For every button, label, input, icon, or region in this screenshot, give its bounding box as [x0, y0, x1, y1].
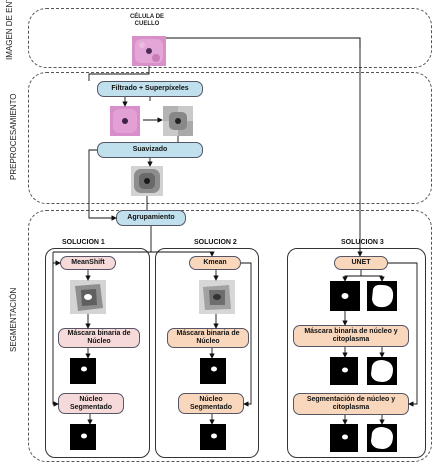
- input-section: [28, 8, 432, 68]
- preprocessing-section: [28, 72, 432, 204]
- input-caption: CÉLULA DE CUELLO: [129, 14, 165, 27]
- input-cell-image: [132, 36, 166, 66]
- solution-3-title: SOLUCION 3: [341, 239, 384, 246]
- solution-1-title: SOLUCION 1: [62, 239, 105, 246]
- solution-1-mask-box: Máscara binaria de Núcleo: [58, 328, 140, 348]
- kmean-box: Kmean: [189, 256, 241, 270]
- filter-superpixel-box: Filtrado + Superpíxeles: [97, 81, 203, 97]
- unet-cytoplasm-mask-image: [367, 281, 397, 311]
- solution-3-mask-box: Máscara binaria de núcleo y citoplasma: [293, 325, 409, 347]
- solution-3-mask-nucleus-image: [330, 357, 358, 385]
- solution-1-result-image: [70, 424, 96, 450]
- solution-2-title: SOLUCION 2: [194, 239, 237, 246]
- solution-2-mask-image: [200, 358, 226, 384]
- superpixel-image: [163, 106, 193, 136]
- filtered-cell-image: [110, 106, 140, 136]
- meanshift-box: MeanShift: [60, 256, 116, 270]
- smoothed-cell-image: [131, 166, 163, 196]
- meanshift-cluster-image: [70, 280, 106, 314]
- smoothing-box: Suavizado: [97, 142, 203, 158]
- unet-nucleus-mask-image: [330, 281, 360, 311]
- kmean-cluster-image: [199, 280, 235, 314]
- solution-1-result-box: Núcleo Segmentado: [58, 393, 124, 414]
- solution-3-mask-cytoplasm-image: [367, 357, 397, 385]
- solution-3-result-cytoplasm-image: [367, 424, 397, 452]
- segmentation-section: [28, 210, 432, 462]
- solution-2-mask-box: Máscara binaria de Núcleo: [167, 328, 249, 348]
- solution-3-result-nucleus-image: [330, 424, 358, 452]
- solution-2-result-image: [200, 424, 226, 450]
- solution-1-mask-image: [70, 358, 96, 384]
